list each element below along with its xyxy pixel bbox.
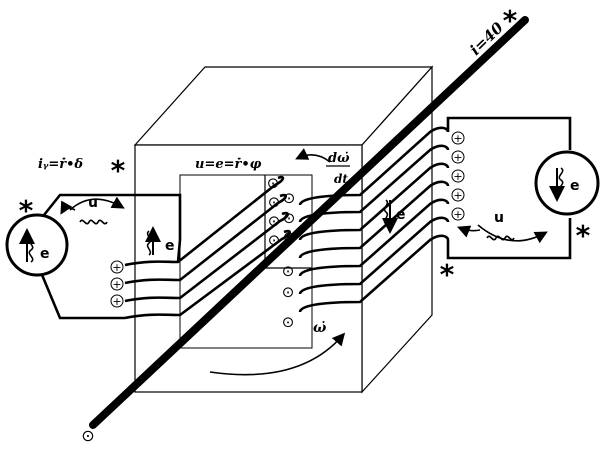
- left-source: e: [5, 213, 69, 277]
- right-winding: [298, 126, 450, 313]
- plus-marker: +: [453, 189, 462, 202]
- dot-marker: ⊙: [283, 189, 296, 207]
- dot-marker: ⊙: [283, 228, 296, 246]
- left-formula: iᵧ=ṙ̇•δ: [38, 157, 83, 172]
- left-voltage-squiggle: [79, 219, 108, 225]
- derivative-numerator: dω̇: [328, 151, 350, 166]
- star-mark: *: [440, 258, 455, 291]
- dot-marker: ⊙: [268, 193, 281, 211]
- right-coil-emf-label: e: [396, 207, 406, 223]
- left-source-emf-label: e: [40, 246, 50, 262]
- dot-marker: ⊙: [283, 209, 296, 227]
- plus-marker: +: [453, 170, 462, 183]
- plus-marker: +: [453, 151, 462, 164]
- center-formula: u=e=ṙ̇•φ: [195, 157, 262, 172]
- star-mark: *: [576, 219, 591, 252]
- plus-marker: +: [453, 208, 462, 221]
- right-plus-markers: [451, 131, 465, 221]
- star-mark: *: [111, 154, 126, 187]
- flux-arrows: [60, 148, 548, 376]
- left-circuit: [38, 193, 182, 320]
- dot-markers: ⊙ ⊙ ⊙ ⊙ ⊙ ⊙ ⊙ ⊙ ⊙ ⊙ ⊙: [81, 174, 295, 445]
- right-coil-emf-arrow: [382, 199, 398, 234]
- right-voltage-label: u: [494, 210, 504, 226]
- right-source-emf-label: e: [570, 178, 580, 194]
- star-mark: *: [503, 4, 518, 37]
- right-voltage-squiggle: [486, 235, 515, 241]
- left-coil-emf-arrow: [145, 226, 161, 256]
- dot-marker: ⊙: [282, 283, 295, 301]
- plus-marker: +: [453, 132, 462, 145]
- omega-label: ω̇: [313, 319, 327, 336]
- dot-marker: ⊙: [268, 212, 281, 230]
- plus-marker: +: [112, 261, 121, 274]
- left-plus-markers: [110, 260, 124, 308]
- left-voltage-label: u: [88, 195, 98, 211]
- plus-marker: +: [112, 295, 121, 308]
- left-coil-emf-label: e: [165, 238, 175, 254]
- conductor-dot-marker: ⊙: [81, 426, 94, 445]
- right-source: e: [534, 150, 600, 216]
- plus-marker: +: [112, 278, 121, 291]
- current-conductor: [89, 16, 529, 429]
- dot-marker: ⊙: [282, 262, 295, 280]
- polarity-stars: * * * * *: [19, 4, 591, 291]
- left-winding: [124, 175, 292, 320]
- dot-marker: ⊙: [268, 231, 281, 249]
- dot-marker: ⊙: [282, 313, 295, 331]
- star-mark: *: [19, 194, 34, 227]
- right-circuit: [446, 116, 572, 260]
- derivative-denominator: dt: [334, 172, 348, 186]
- dot-marker: ⊙: [267, 174, 280, 192]
